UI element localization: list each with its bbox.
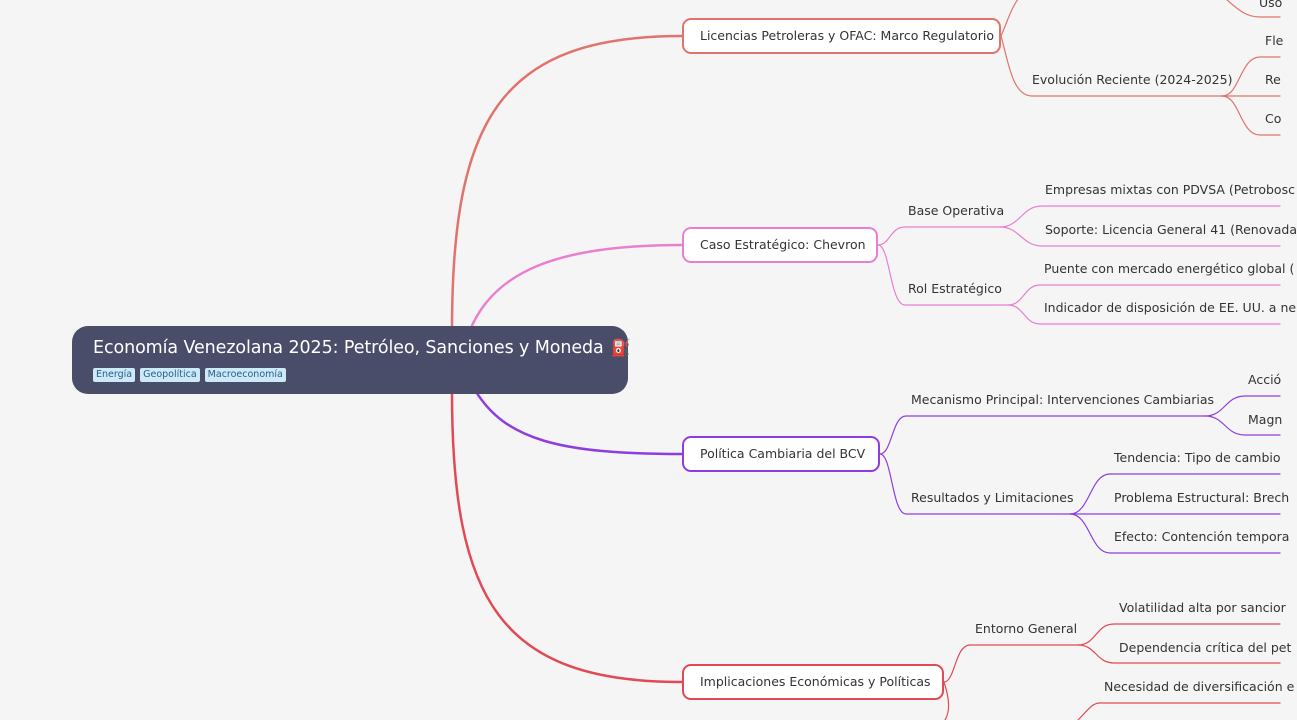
tag-energia[interactable]: Energía [93,368,136,382]
connector-leaf-efecto [1069,513,1281,554]
tag-macroeconomia[interactable]: Macroeconomía [204,368,286,382]
connector-leaf-uso [1226,0,1281,18]
leaf-indicador[interactable]: Indicador de disposición de EE. UU. a ne [1044,300,1297,315]
leaf-dependencia[interactable]: Dependencia crítica del pet [1119,640,1292,655]
connector-second-sub [943,681,950,720]
connector-leaf-tendencia [1069,473,1281,515]
connector-entorno [943,644,1079,683]
subtopic-base-operativa[interactable]: Base Operativa [908,203,1005,218]
connector-b1-evolucion [1000,35,1033,97]
branch-chevron[interactable]: Caso Estratégico: Chevron [682,227,878,263]
connector-rol-estrategico [877,244,1009,306]
connector-root-branch-1 [450,34,684,332]
leaf-uso[interactable]: Uso [1259,0,1283,10]
leaf-efecto[interactable]: Efecto: Contención tempora [1114,529,1290,544]
subtopic-mecanismo[interactable]: Mecanismo Principal: Intervenciones Camb… [911,392,1215,407]
connector-leaf-indicador [1007,304,1281,325]
branch-licencias[interactable]: Licencias Petroleras y OFAC: Marco Regul… [682,18,1001,54]
leaf-diversificacion[interactable]: Necesidad de diversificación e [1104,679,1295,694]
connector-leaf-soporte [999,226,1281,247]
subtopic-resultados[interactable]: Resultados y Limitaciones [911,490,1074,505]
leaf-volatilidad[interactable]: Volatilidad alta por sancior [1119,600,1286,615]
connector-leaf-empresas [999,205,1281,228]
tag-list: Energía Geopolítica Macroeconomía [93,368,628,382]
subtopic-entorno-general[interactable]: Entorno General [975,621,1078,636]
connector-leaf-volatilidad [1077,623,1281,646]
branch-implicaciones[interactable]: Implicaciones Económicas y Políticas [682,664,944,700]
leaf-soporte-licencia[interactable]: Soporte: Licencia General 41 (Renovada [1045,222,1297,237]
connector-leaf-puente [1007,284,1281,306]
connector-root-branch-2 [468,243,684,332]
connector-mecanismo [879,415,1206,455]
subtopic-rol-estrategico[interactable]: Rol Estratégico [908,281,1002,296]
subtopic-evolucion[interactable]: Evolución Reciente (2024-2025) [1032,72,1233,87]
fuel-pump-icon: ⛽ [611,338,631,357]
leaf-accion[interactable]: Acció [1248,372,1282,387]
connector-b1-top [1000,0,1019,37]
root-title: Economía Venezolana 2025: Petróleo, Sanc… [93,338,604,358]
branch-politica-cambiaria[interactable]: Política Cambiaria del BCV [682,436,880,472]
connector-leaf-fle [1221,56,1281,97]
leaf-re[interactable]: Re [1265,72,1281,87]
connector-leaf-magnitud [1204,415,1281,436]
root-topic[interactable]: Economía Venezolana 2025: Petróleo, Sanc… [72,326,631,394]
leaf-magnitud[interactable]: Magn [1248,412,1283,427]
connector-leaf-accion [1204,395,1281,417]
leaf-puente-mercado[interactable]: Puente con mercado energético global ( [1044,261,1295,276]
tag-geopolitica[interactable]: Geopolítica [140,368,200,382]
connector-root-branch-3 [473,388,684,456]
leaf-co[interactable]: Co [1265,111,1282,126]
connector-leaf-diversificacion [1077,702,1281,720]
connector-leaf-dependencia [1077,644,1281,664]
leaf-fle[interactable]: Fle [1265,33,1284,48]
connector-root-branch-4 [450,390,684,684]
leaf-tendencia[interactable]: Tendencia: Tipo de cambio [1114,450,1281,465]
leaf-empresas-mixtas[interactable]: Empresas mixtas con PDVSA (Petrobosc [1045,182,1295,197]
connector-leaf-co [1221,95,1281,136]
connector-resultados [879,453,1071,515]
connector-base-operativa [877,226,1001,246]
leaf-problema-estructural[interactable]: Problema Estructural: Brech [1114,490,1290,505]
